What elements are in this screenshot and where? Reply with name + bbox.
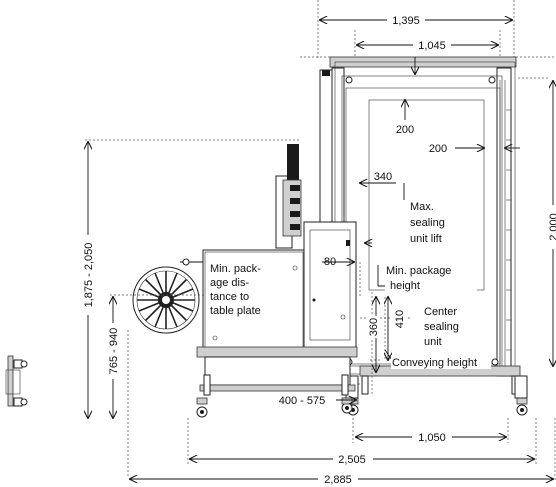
dim-360: 360 (368, 318, 380, 336)
dim-2000: 2,000 (548, 213, 556, 241)
max-lift-line-2: sealing (410, 217, 445, 229)
center-sealing-line-3: unit (424, 336, 442, 348)
center-sealing-line-2: sealing (424, 321, 459, 333)
dim-200-top: 200 (396, 124, 414, 136)
dim-765-940: 765 - 940 (108, 328, 120, 374)
max-lift-line-1: Max. (410, 201, 434, 213)
min-distance-line-3: tance to (210, 291, 249, 303)
dim-80: 80 (324, 256, 336, 268)
dim-2505: 2,505 (338, 454, 366, 466)
dim-200-side: 200 (429, 143, 447, 155)
max-lift-line-3: unit lift (410, 233, 442, 245)
center-sealing-line-1: Center (424, 306, 457, 318)
dim-1395: 1,395 (392, 15, 420, 27)
machine-body (196, 221, 358, 418)
control-column (275, 144, 302, 249)
dim-400-575: 400 - 575 (279, 395, 325, 407)
dim-410: 410 (394, 310, 406, 328)
min-distance-line-2: age dis- (210, 277, 249, 289)
min-package-line-1: Min. package (386, 265, 451, 277)
frame-base (345, 365, 528, 416)
dimension-labels: 1,395 1,045 200 200 340 2,000 1,875 - 2,… (81, 13, 556, 486)
conveying-height-label: Conveying height (392, 357, 477, 369)
dim-340: 340 (374, 171, 392, 183)
min-package-line-2: height (390, 280, 420, 292)
dim-2885: 2,885 (324, 474, 352, 486)
dim-1045: 1,045 (418, 40, 446, 52)
min-distance-line-4: table plate (210, 305, 261, 317)
dim-1875-2050: 1,875 - 2,050 (83, 243, 95, 308)
dim-1050: 1,050 (418, 432, 446, 444)
min-distance-line-1: Min. pack- (210, 263, 261, 275)
tape-reel (132, 258, 203, 334)
small-side-view (5, 355, 28, 407)
annotation-labels: Max. sealing unit lift Min. package heig… (210, 201, 491, 369)
